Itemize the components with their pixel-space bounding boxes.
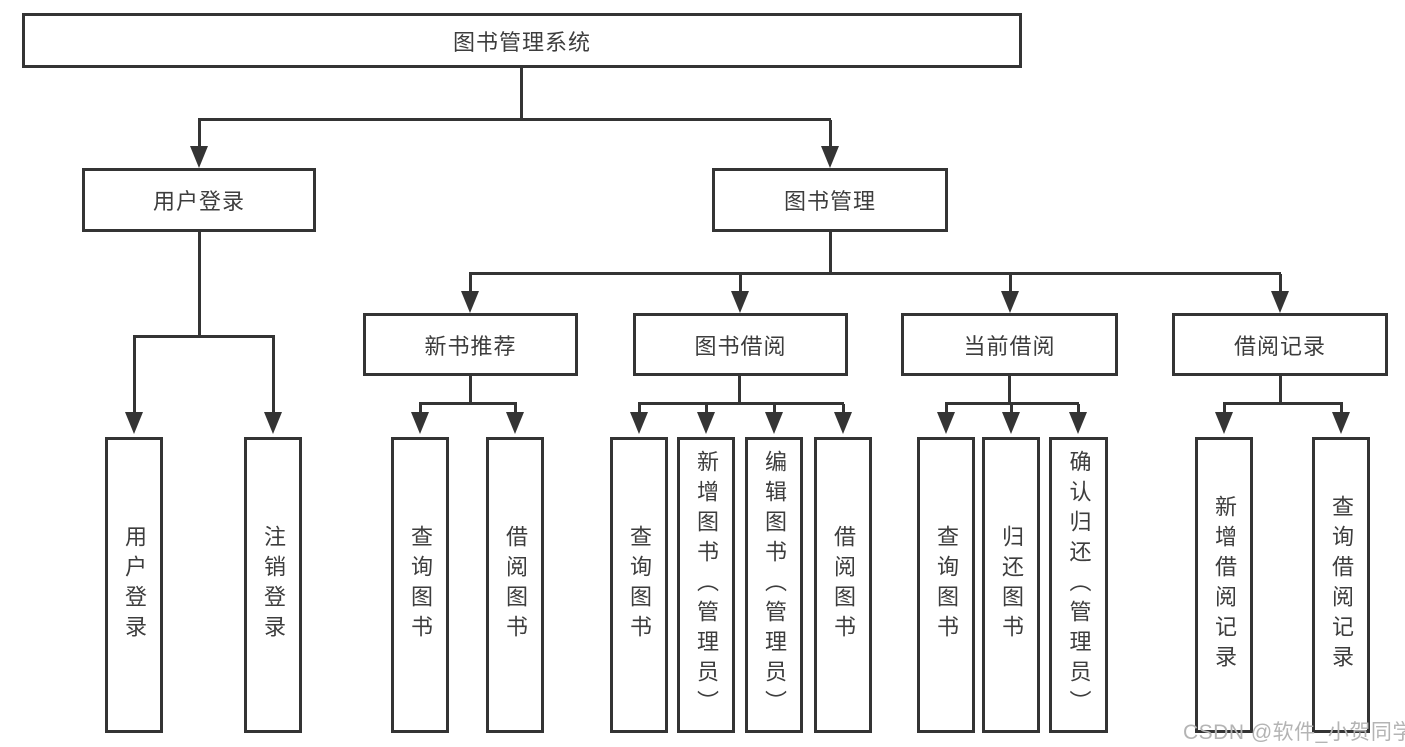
arrowhead-cb-confirm [1069, 412, 1087, 434]
connector-drop-book-borrow [739, 274, 742, 293]
node-label: 查询图书 [934, 525, 959, 645]
node-label: 新增借阅记录 [1212, 495, 1237, 675]
connector-book-borrow-stem [738, 376, 741, 405]
connector-current-borrow-stem [1008, 376, 1011, 405]
node-label: 借阅记录 [1233, 333, 1326, 359]
connector-book-borrow-hline [638, 402, 844, 405]
leaf-bb-borrow-books: 借阅图书 [814, 437, 872, 733]
leaf-bb-add-book-admin: 新增图书（管理员） [677, 437, 735, 733]
connector-new-book-hline [419, 402, 517, 405]
leaf-br-query-record: 查询借阅记录 [1312, 437, 1370, 733]
arrowhead-bb-borrow [834, 412, 852, 434]
connector-drop-nb-borrow [514, 404, 517, 414]
connector-drop-cb-return [1010, 404, 1013, 414]
arrowhead-book-borrow [731, 291, 749, 313]
leaf-bb-query-books: 查询图书 [610, 437, 668, 733]
connector-drop-login-leaf [133, 337, 136, 414]
arrowhead-br-add [1215, 412, 1233, 434]
node-label: 确认归还（管理员） [1066, 450, 1092, 720]
arrowhead-borrow-records [1271, 291, 1289, 313]
node-current-borrow: 当前借阅 [901, 313, 1118, 376]
connector-drop-nb-query [419, 404, 422, 414]
node-label: 图书管理 [783, 189, 876, 214]
arrowhead-user-login [190, 146, 208, 168]
connector-drop-bb-query [638, 404, 641, 414]
connector-root-stem [520, 68, 523, 121]
arrowhead-bb-query [630, 412, 648, 434]
node-label: 用户登录 [122, 525, 147, 645]
leaf-user-login: 用户登录 [105, 437, 163, 733]
node-label: 新书推荐 [424, 333, 517, 359]
leaf-cb-confirm-return-admin: 确认归还（管理员） [1049, 437, 1108, 733]
connector-drop-bb-borrow [842, 404, 845, 414]
arrowhead-bb-add [697, 412, 715, 434]
node-label: 新增图书（管理员） [694, 450, 719, 720]
node-new-book-recommend: 新书推荐 [363, 313, 578, 376]
arrowhead-nb-borrow [506, 412, 524, 434]
connector-new-book-stem [469, 376, 472, 405]
arrowhead-bb-edit [765, 412, 783, 434]
node-label: 借阅图书 [503, 525, 528, 645]
node-user-login: 用户登录 [82, 168, 316, 232]
connector-book-mgmt-stem [829, 232, 832, 275]
watermark: CSDN @软件_小贺同学 [1183, 721, 1405, 744]
leaf-nb-query-books: 查询图书 [391, 437, 449, 733]
arrowhead-book-mgmt [821, 146, 839, 168]
leaf-cb-return-books: 归还图书 [982, 437, 1040, 733]
leaf-logout: 注销登录 [244, 437, 302, 733]
node-label: 查询图书 [408, 525, 433, 645]
arrowhead-cb-return [1002, 412, 1020, 434]
connector-borrow-records-stem [1279, 376, 1282, 405]
connector-user-login-stem [198, 232, 201, 338]
arrowhead-nb-query [411, 412, 429, 434]
node-label: 图书借阅 [694, 333, 787, 359]
node-label: 当前借阅 [963, 333, 1056, 359]
node-label: 用户登录 [152, 189, 245, 214]
node-label: 查询借阅记录 [1329, 495, 1354, 675]
arrowhead-logout-leaf [264, 412, 282, 434]
arrowhead-new-book [461, 291, 479, 313]
connector-drop-cb-query [945, 404, 948, 414]
node-root: 图书管理系统 [22, 13, 1022, 68]
connector-drop-user-login [198, 120, 201, 148]
connector-drop-new-book [469, 274, 472, 293]
arrowhead-br-query [1332, 412, 1350, 434]
node-book-mgmt: 图书管理 [712, 168, 948, 232]
node-label: 注销登录 [261, 525, 286, 645]
node-label: 归还图书 [999, 525, 1024, 645]
leaf-br-add-record: 新增借阅记录 [1195, 437, 1253, 733]
connector-drop-br-add [1223, 404, 1226, 414]
arrowhead-cb-query [937, 412, 955, 434]
leaf-cb-query-books: 查询图书 [917, 437, 975, 733]
leaf-bb-edit-book-admin: 编辑图书（管理员） [745, 437, 803, 733]
connector-drop-bb-edit [773, 404, 776, 414]
connector-drop-cb-confirm [1077, 404, 1080, 414]
node-book-borrow: 图书借阅 [633, 313, 848, 376]
arrowhead-current-borrow [1001, 291, 1019, 313]
node-label: 图书管理系统 [452, 29, 591, 55]
node-label: 借阅图书 [831, 525, 856, 645]
connector-drop-borrow-records [1279, 274, 1282, 293]
connector-drop-current-borrow [1009, 274, 1012, 293]
connector-drop-br-query [1340, 404, 1343, 414]
node-label: 查询图书 [627, 525, 652, 645]
connector-drop-logout-leaf [272, 337, 275, 414]
connector-drop-book-mgmt [829, 120, 832, 148]
connector-user-login-hline [133, 335, 275, 338]
connector-book-mgmt-hline [469, 272, 1281, 275]
connector-root-hline [198, 118, 831, 121]
node-borrow-records: 借阅记录 [1172, 313, 1388, 376]
node-label: 编辑图书（管理员） [762, 450, 787, 720]
arrowhead-login-leaf [125, 412, 143, 434]
leaf-nb-borrow-books: 借阅图书 [486, 437, 544, 733]
connector-current-borrow-hline [945, 402, 1079, 405]
connector-drop-bb-add [705, 404, 708, 414]
connector-borrow-records-hline [1223, 402, 1343, 405]
